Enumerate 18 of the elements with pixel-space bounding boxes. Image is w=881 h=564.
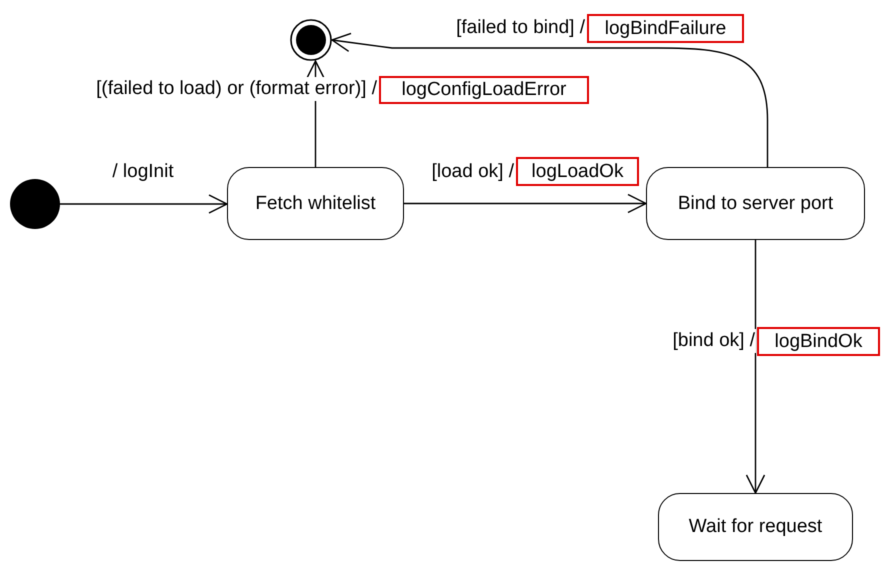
transition-arrow bbox=[331, 32, 768, 167]
edge-label: [failed to bind] / bbox=[455, 16, 586, 40]
edge-label: [load ok] / bbox=[430, 160, 515, 184]
state-box: Wait for request bbox=[658, 493, 853, 561]
transition-arrow bbox=[746, 240, 766, 494]
edge-label: / logInit bbox=[111, 160, 175, 184]
highlighted-action: logBindOk bbox=[757, 327, 880, 356]
transition-arrow bbox=[60, 194, 228, 214]
final-state bbox=[290, 19, 332, 61]
state-box: Fetch whitelist bbox=[227, 167, 404, 240]
highlighted-action: logBindFailure bbox=[587, 14, 744, 43]
state-box: Bind to server port bbox=[646, 167, 865, 240]
highlighted-action: logLoadOk bbox=[516, 157, 639, 186]
transition-arrow bbox=[404, 194, 647, 214]
edge-label: [bind ok] / bbox=[672, 329, 756, 353]
initial-state bbox=[10, 179, 60, 229]
highlighted-action: logConfigLoadError bbox=[379, 76, 589, 104]
edge-label: [(failed to load) or (format error)] / bbox=[95, 77, 378, 101]
